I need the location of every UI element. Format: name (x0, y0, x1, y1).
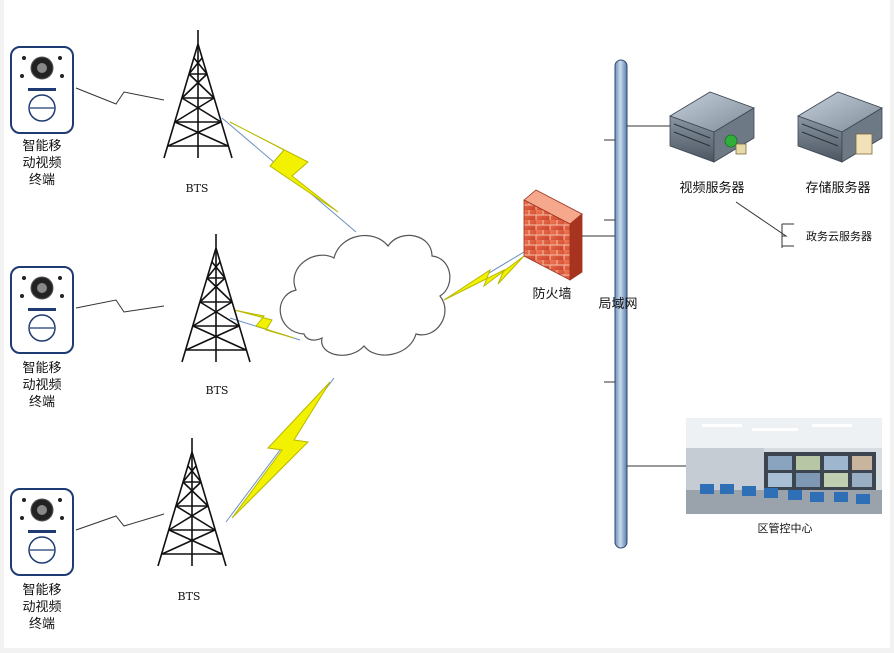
bolt-tower3-cloud (231, 381, 331, 519)
camera-device-icon (10, 266, 74, 354)
terminal-link-3 (75, 513, 165, 531)
terminal-1-label-line1: 智能移 (22, 139, 62, 154)
bts-tower-2 (176, 232, 256, 364)
bts-tower-1 (158, 28, 238, 160)
terminal-2 (10, 266, 74, 354)
terminal-3 (10, 488, 74, 576)
terminal-3-label-line1: 智能移 (22, 583, 62, 598)
gov-cloud-server-label: 政务云服务器 (806, 230, 872, 243)
terminal-2-label-line3: 终端 (28, 395, 55, 410)
firewall-icon (523, 189, 583, 281)
bts-tower-2-label: BTS (205, 384, 229, 397)
storage-server-label: 存储服务器 (805, 181, 871, 196)
terminal-1-label-line3: 终端 (28, 173, 55, 188)
bts-tower-3-label: BTS (177, 590, 201, 603)
video-server-icon (669, 91, 755, 163)
terminal-2-label-line2: 动视频 (22, 378, 62, 393)
bts-tower-1-label: BTS (185, 182, 209, 195)
bolt-tower2-cloud (233, 309, 295, 339)
diagram-canvas: 智能移 动视频 终端 智能移 动视频 终端 智能移 动视频 终端 (4, 0, 890, 648)
storage-server-icon (797, 91, 883, 163)
cloud-icon (279, 234, 451, 356)
lan-bus (614, 59, 628, 549)
control-center-image (686, 418, 882, 514)
terminal-link-1 (75, 87, 165, 105)
cell-tower-icon (157, 438, 227, 567)
firewall-label: 防火墙 (532, 287, 572, 302)
bolt-cloud-firewall (443, 255, 525, 301)
terminal-1 (10, 46, 74, 134)
bolt-tower1-cloud (229, 121, 339, 213)
camera-device-icon (10, 46, 74, 134)
video-server-label: 视频服务器 (679, 181, 745, 196)
lan-label: 局域网 (598, 297, 638, 312)
terminal-1-label-line2: 动视频 (22, 156, 62, 171)
cell-tower-icon (181, 234, 251, 363)
bts-tower-3 (152, 436, 232, 568)
camera-device-icon (10, 488, 74, 576)
cell-tower-icon (163, 30, 233, 159)
diagram-svg (75, 59, 883, 549)
terminal-link-2 (75, 299, 165, 313)
terminal-3-label-line3: 终端 (28, 617, 55, 632)
terminal-3-label-line2: 动视频 (22, 600, 62, 615)
control-center-label: 区管控中心 (757, 522, 813, 535)
terminal-2-label-line1: 智能移 (22, 361, 62, 376)
